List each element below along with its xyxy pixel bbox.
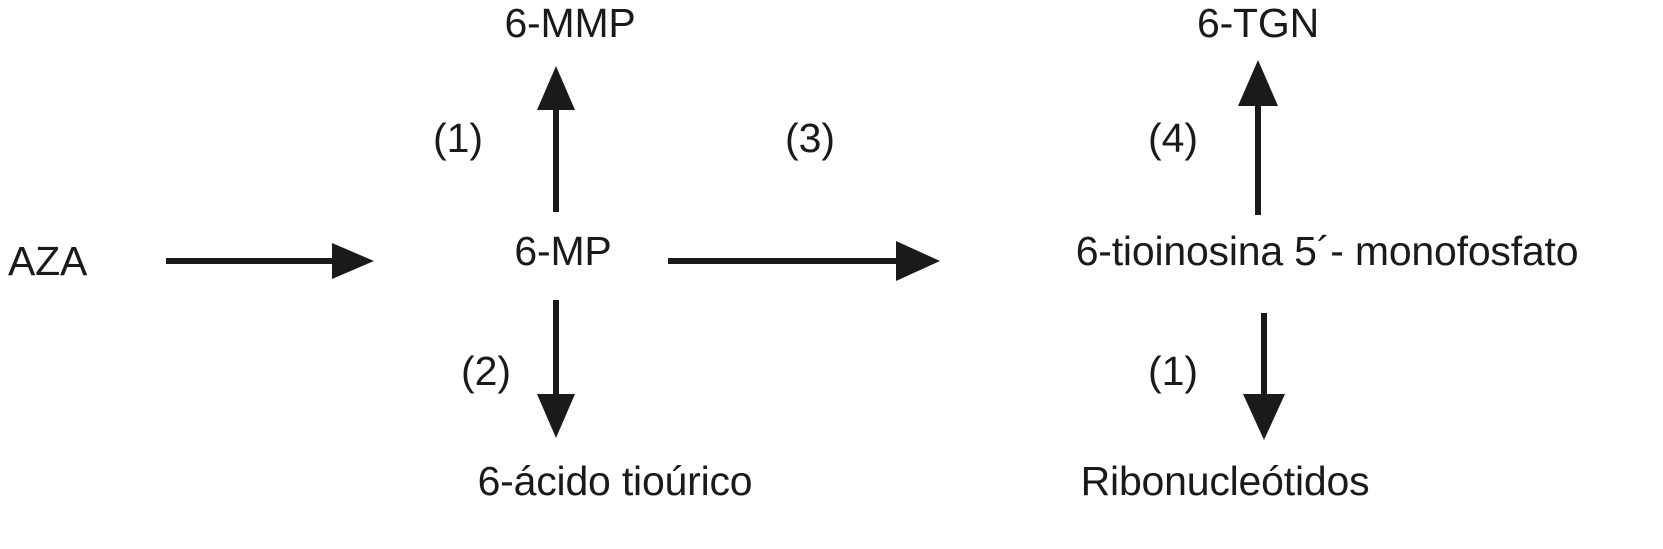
node-label-6-mp: 6-MP bbox=[514, 228, 612, 274]
step-label-4: (4) bbox=[1147, 115, 1199, 161]
node-label-6-tioinosina-5-monofosfato: 6-tioinosina 5´- monofosfato bbox=[1075, 228, 1579, 274]
node-label-ribonucleotidos: Ribonucleótidos bbox=[1080, 458, 1370, 504]
step-label-1-mmp: (1) bbox=[432, 115, 484, 161]
node-label-6-tgn: 6-TGN bbox=[1196, 0, 1320, 46]
step-label-2: (2) bbox=[460, 348, 512, 394]
step-label-1-ribo: (1) bbox=[1147, 348, 1199, 394]
node-label-6-acido-tiourico: 6-ácido tioúrico bbox=[477, 458, 753, 504]
node-label-6-mmp: 6-MMP bbox=[504, 0, 636, 46]
arrow-tioinosina-to-tgn bbox=[1238, 60, 1278, 215]
node-label-aza: AZA bbox=[8, 238, 88, 284]
arrow-aza-to-6mp bbox=[166, 243, 374, 279]
arrow-tioinosina-to-ribo bbox=[1243, 313, 1285, 440]
arrow-6mp-to-6mmp bbox=[537, 66, 575, 212]
arrow-6mp-to-acido bbox=[537, 300, 575, 438]
step-label-3: (3) bbox=[784, 115, 836, 161]
arrow-6mp-to-tioinosina bbox=[668, 241, 940, 281]
